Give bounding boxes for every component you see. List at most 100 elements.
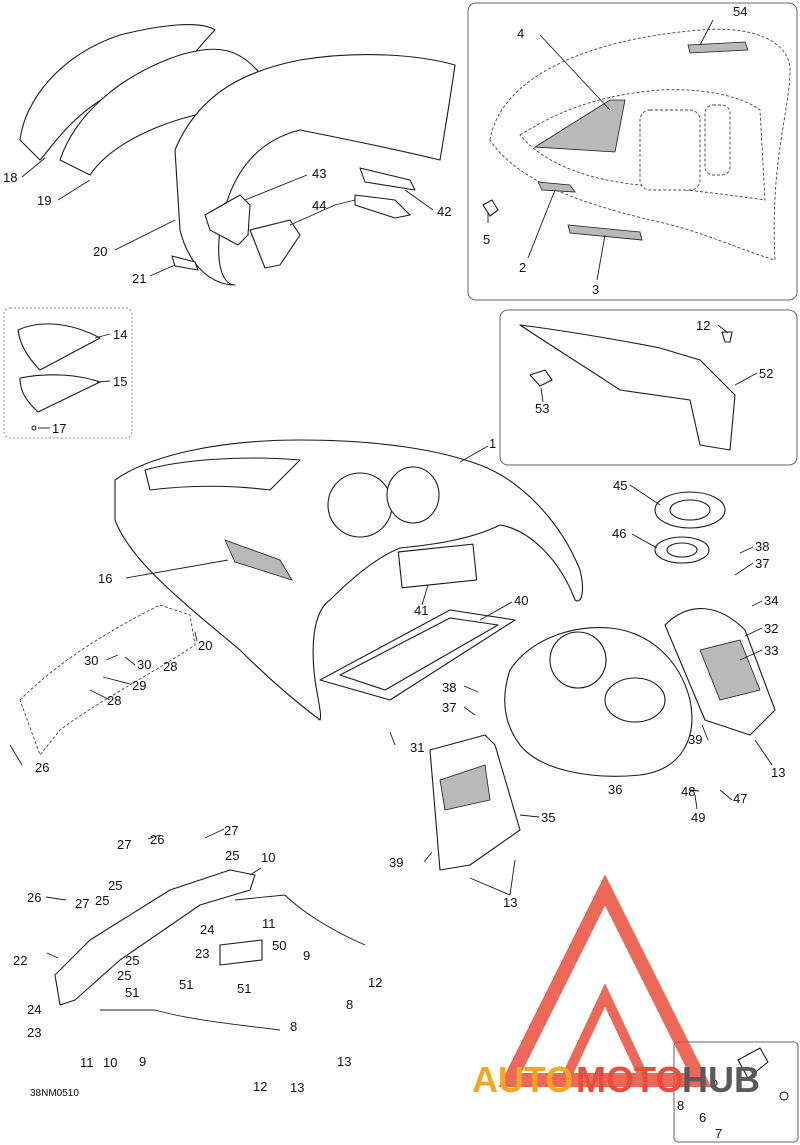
callout-13-mid: 13	[503, 895, 517, 910]
callout-25-e: 25	[117, 968, 131, 983]
callout-11-bottom: 11	[80, 1055, 94, 1070]
windshield-14	[17, 323, 101, 371]
callout-4: 4	[517, 26, 524, 41]
inset-box-front-panel	[467, 2, 798, 301]
callout-43: 43	[312, 166, 326, 181]
callout-21: 21	[132, 271, 146, 286]
callout-18: 18	[3, 170, 17, 185]
callout-22: 22	[13, 953, 27, 968]
callout-25-b: 25	[108, 878, 122, 893]
plate-50	[219, 939, 263, 966]
callout-42: 42	[437, 204, 451, 219]
bracket-42	[359, 167, 416, 191]
callout-49: 49	[691, 810, 705, 825]
callout-7: 7	[715, 1126, 722, 1141]
callout-28-bottom: 28	[107, 693, 121, 708]
callout-30-right: 30	[137, 657, 151, 672]
front-panel-illustration	[482, 28, 791, 261]
callout-3: 3	[592, 282, 599, 297]
callout-labels: 54 4 5 2 3 18 19 20 21 43 44 42 14 15 17…	[3, 4, 785, 1141]
callout-53: 53	[535, 401, 549, 416]
callout-8-inset: 8	[677, 1098, 684, 1113]
callout-25-d: 25	[125, 953, 139, 968]
callout-27-c: 27	[75, 896, 89, 911]
cable-9b	[154, 1009, 281, 1031]
callout-36: 36	[608, 782, 622, 797]
bracket-assembly	[54, 869, 366, 1031]
pad-44b	[354, 194, 411, 219]
callout-10-top: 10	[261, 850, 275, 865]
mesh-panel-3	[567, 224, 643, 241]
callout-26-c: 26	[27, 890, 41, 905]
bracket-22	[54, 869, 256, 1006]
callout-40: 40	[514, 593, 528, 608]
callout-37-right: 37	[755, 556, 769, 571]
callout-12-low: 12	[253, 1079, 267, 1094]
callout-5: 5	[483, 232, 490, 247]
callout-33: 33	[764, 643, 778, 658]
callout-30-left: 30	[84, 653, 98, 668]
inset-box-duct	[499, 309, 798, 466]
clip-5	[482, 199, 499, 217]
callout-44: 44	[312, 198, 326, 213]
mesh-35	[439, 764, 491, 811]
windshield-15	[19, 374, 101, 413]
callout-51-a: 51	[179, 977, 193, 992]
cover-41	[397, 543, 478, 589]
callout-14: 14	[113, 327, 127, 342]
callout-15: 15	[113, 374, 127, 389]
callout-28-top: 28	[163, 659, 177, 674]
callout-11-top: 11	[262, 916, 276, 931]
callout-41: 41	[414, 603, 428, 618]
watermark-logo	[498, 874, 712, 1087]
drawing-code: 38NM0510	[30, 1088, 79, 1099]
callout-1: 1	[489, 436, 496, 451]
callout-25-c: 25	[95, 893, 109, 908]
callout-32: 32	[764, 621, 778, 636]
callout-35: 35	[541, 810, 555, 825]
duct-illustration	[519, 324, 736, 451]
callout-23-b: 23	[27, 1025, 41, 1040]
callout-9-top: 9	[303, 948, 310, 963]
callout-47: 47	[733, 791, 747, 806]
inset-box-clip	[673, 1041, 799, 1143]
callout-8-b: 8	[290, 1019, 297, 1034]
callout-23-a: 23	[195, 946, 209, 961]
callout-13-lowest: 13	[290, 1080, 304, 1095]
callout-13-right: 13	[771, 765, 785, 780]
windshield-illustration	[17, 323, 101, 431]
callout-38-mid: 38	[442, 680, 456, 695]
callout-20-top: 20	[93, 244, 107, 259]
cover-illustration	[19, 24, 456, 286]
callout-10-bottom: 10	[103, 1055, 117, 1070]
mesh-33	[699, 639, 761, 701]
mesh-panel-54	[687, 41, 749, 54]
vent-16	[224, 539, 293, 581]
cover-18	[19, 24, 216, 161]
callout-52: 52	[759, 366, 773, 381]
callout-39-right: 39	[688, 732, 702, 747]
callout-27-b: 27	[224, 823, 238, 838]
callout-26-b: 26	[150, 832, 164, 847]
clip-21	[171, 255, 199, 271]
callout-16: 16	[98, 571, 112, 586]
watermark-text-auto: AUTO	[472, 1059, 573, 1100]
mesh-panel-4	[533, 99, 626, 153]
callout-50: 50	[272, 938, 286, 953]
callout-54: 54	[733, 4, 747, 19]
callout-29: 29	[132, 678, 146, 693]
pad-44a	[249, 219, 301, 269]
clip-6	[737, 1047, 769, 1079]
screw-7	[779, 1091, 789, 1101]
duct-52	[519, 324, 736, 451]
callout-12-mid: 12	[368, 975, 382, 990]
callout-51-b: 51	[125, 985, 139, 1000]
mesh-panel-2	[537, 181, 576, 193]
callout-17: 17	[52, 421, 66, 436]
leader-lines	[9, 19, 773, 959]
gauge-housing-36	[504, 627, 693, 777]
callout-24-a: 24	[200, 922, 214, 937]
callout-2: 2	[519, 260, 526, 275]
screw-12a	[721, 331, 733, 343]
